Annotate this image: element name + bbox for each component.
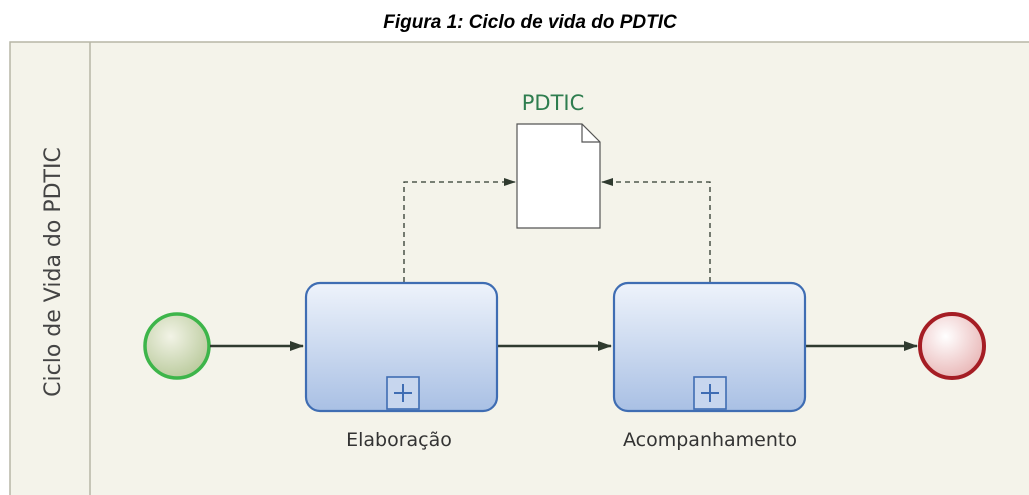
start-event[interactable] [143,312,211,380]
pool-label: Ciclo de Vida do PDTIC [41,147,66,397]
task-elaboracao[interactable] [304,281,499,413]
figure-caption: Figura 1: Ciclo de vida do PDTIC [383,12,677,33]
data-object-label: PDTIC [522,91,585,115]
subprocess-marker-icon[interactable] [693,376,727,410]
subprocess-marker-icon[interactable] [386,376,420,410]
association-acompanhamento-to-pdtic [601,178,711,282]
end-event[interactable] [918,312,986,380]
task-elaboracao-label: Elaboração [346,429,452,451]
pool [9,41,1029,495]
task-acompanhamento[interactable] [612,281,807,413]
association-elaboracao-to-pdtic [403,178,516,282]
data-object-pdtic[interactable] [516,123,601,229]
task-acompanhamento-label: Acompanhamento [623,429,797,451]
